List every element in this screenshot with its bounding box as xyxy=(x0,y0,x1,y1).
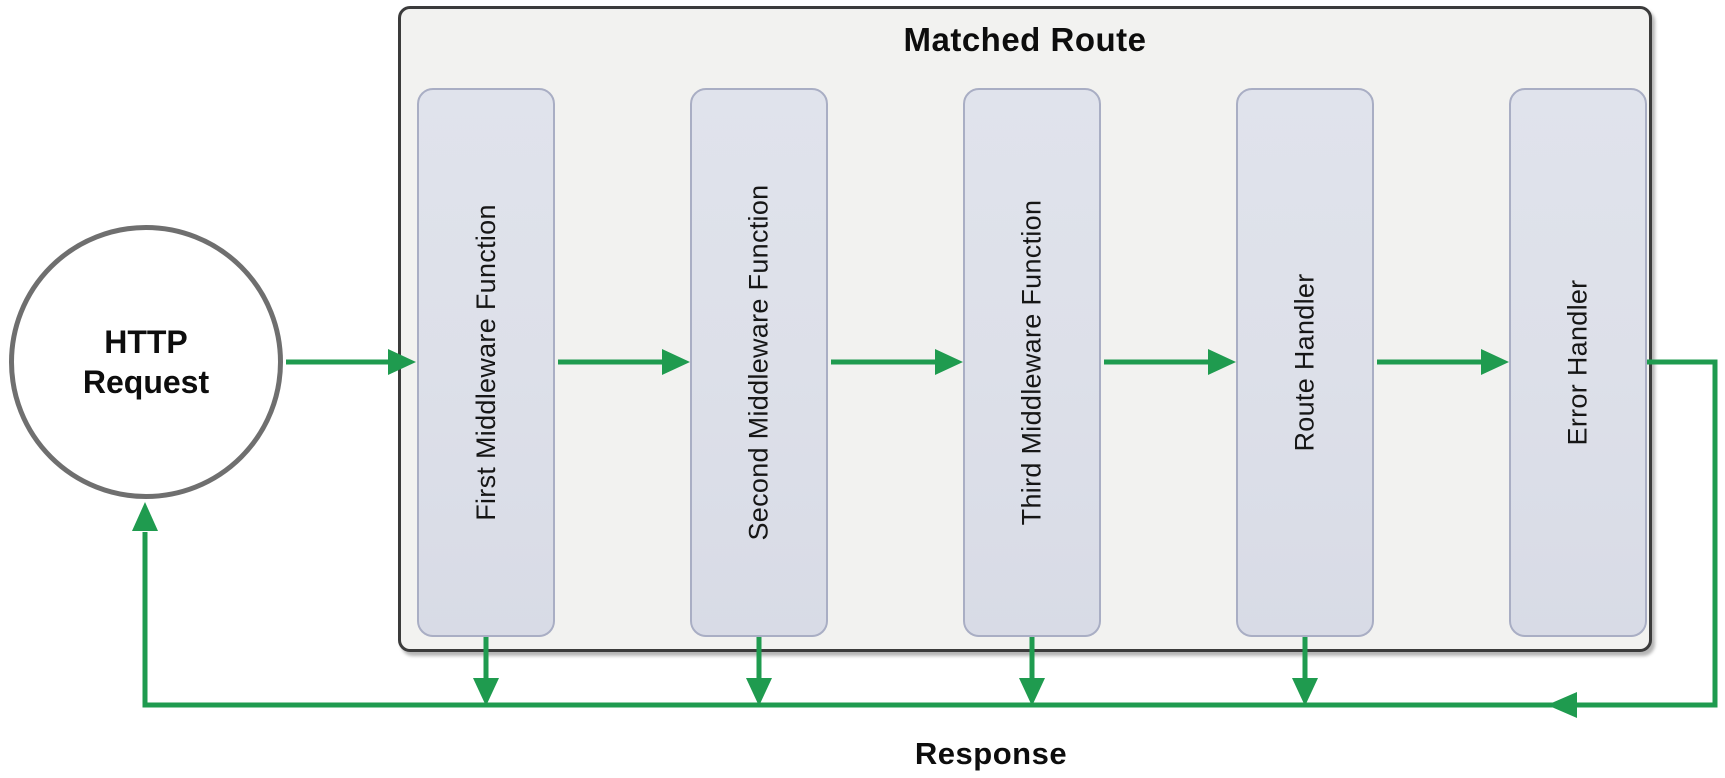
box-error-handler: Error Handler xyxy=(1509,88,1647,637)
arrow-request-to-first xyxy=(286,349,416,375)
http-request-label-line2: Request xyxy=(82,364,210,400)
box-first-middleware: First Middleware Function xyxy=(417,88,555,637)
response-return-arrowhead xyxy=(1547,692,1577,718)
box-third-middleware: Third Middleware Function xyxy=(963,88,1101,637)
box-error-handler-label: Error Handler xyxy=(1562,279,1593,446)
box-route-handler-label: Route Handler xyxy=(1289,273,1320,452)
box-route-handler: Route Handler xyxy=(1236,88,1374,637)
http-request-label-line1: HTTP xyxy=(104,324,188,360)
box-first-middleware-label: First Middleware Function xyxy=(470,204,501,521)
matched-route-title: Matched Route xyxy=(903,21,1147,58)
box-second-middleware-label: Second Middleware Function xyxy=(743,184,774,541)
response-label: Response xyxy=(914,736,1068,771)
box-third-middleware-label: Third Middleware Function xyxy=(1016,199,1047,526)
box-second-middleware: Second Middleware Function xyxy=(690,88,828,637)
http-request-node: HTTP Request xyxy=(9,225,283,499)
arrow-into-request-head xyxy=(132,502,158,531)
